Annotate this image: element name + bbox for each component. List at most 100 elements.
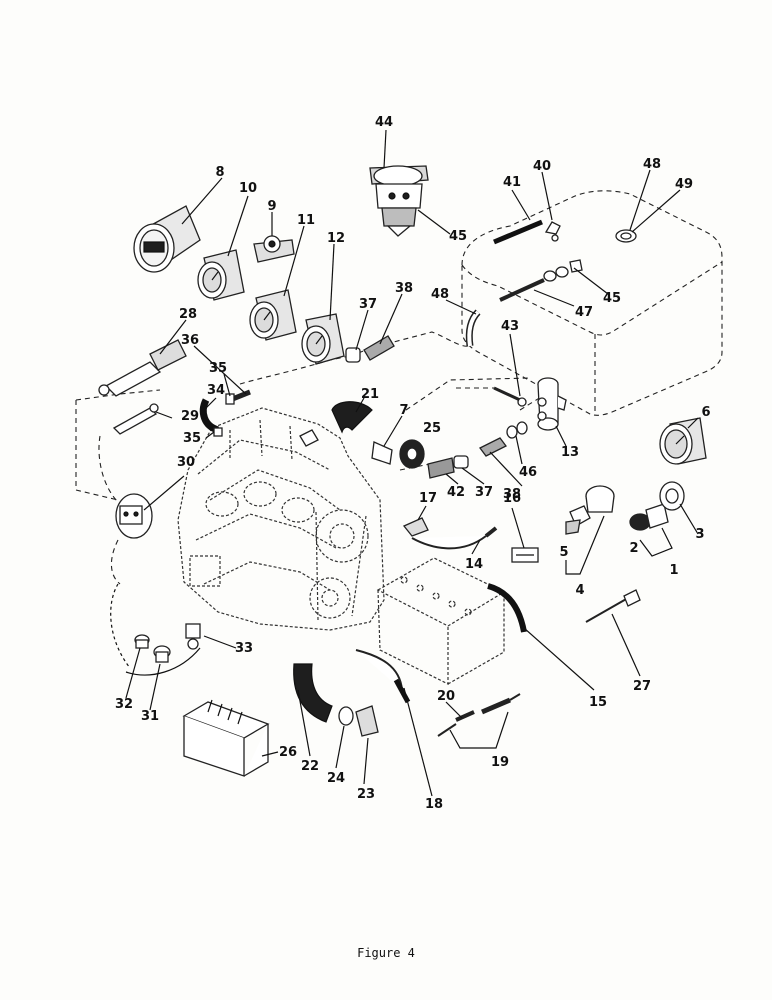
callout-9: 9	[267, 199, 276, 214]
callout-21: 21	[361, 387, 379, 402]
callout-23: 23	[357, 787, 375, 802]
part-27	[585, 597, 629, 623]
callout-41: 42	[447, 485, 465, 500]
part-17	[402, 517, 429, 537]
callout-2: 2	[629, 541, 638, 556]
callout-39: 40	[533, 159, 551, 174]
fuel-filter	[369, 165, 429, 237]
callout-12: 12	[327, 231, 345, 246]
battery	[376, 557, 506, 685]
callout-35-top: 35	[209, 361, 227, 376]
callout-35-bottom: 35	[183, 431, 201, 446]
relay-26	[182, 699, 270, 777]
callout-6: 6	[701, 405, 710, 420]
callout-49: 49	[675, 177, 693, 192]
callout-1: 1	[669, 563, 678, 578]
nut-3	[659, 481, 685, 511]
callout-3: 3	[695, 527, 704, 542]
callout-45-lower: 46	[519, 465, 537, 480]
callout-48: 48	[643, 157, 661, 172]
clamp-24	[338, 706, 354, 726]
part-23	[355, 705, 379, 737]
callout-24: 24	[327, 771, 345, 786]
callout-43: 44	[375, 115, 393, 130]
sender-unit	[253, 235, 295, 263]
callout-7: 7	[399, 403, 408, 418]
fuel-line-tube	[499, 278, 545, 302]
cable-14	[411, 535, 487, 550]
callout-labels: 8 10 9 11 12 28 36 35 34 29 35 30 21 7 2…	[115, 115, 711, 812]
cable-15	[487, 583, 527, 633]
callout-38-upper: 38	[395, 281, 413, 296]
callout-42: 43	[501, 319, 519, 334]
part-20	[455, 710, 475, 722]
callout-37-lower: 37	[475, 485, 493, 500]
callout-5: 5	[559, 545, 568, 560]
fitting-38-lower	[479, 437, 507, 457]
water-temp-gauge	[249, 289, 297, 341]
callout-30: 30	[177, 455, 195, 470]
callout-38-lower: 38	[503, 487, 521, 502]
ignition-switch	[565, 485, 615, 535]
hose-21	[331, 401, 373, 434]
figure-caption: Figure 4	[357, 946, 415, 960]
fuel-tank	[461, 190, 723, 416]
callout-40: 41	[503, 175, 521, 190]
fuel-pickup-tube	[493, 219, 543, 245]
part-19	[437, 723, 457, 737]
part-29	[112, 407, 158, 435]
hose-34	[199, 398, 220, 434]
callout-46: 47	[575, 305, 593, 320]
callout-20: 20	[437, 689, 455, 704]
callout-4: 4	[575, 583, 584, 598]
part-7	[371, 441, 393, 465]
leader-lines	[125, 129, 699, 797]
callout-47: 48	[431, 287, 449, 302]
sensor-33	[185, 623, 201, 650]
callout-18: 18	[425, 797, 443, 812]
callout-8: 8	[215, 165, 224, 180]
callout-26: 26	[279, 745, 297, 760]
callout-17: 17	[419, 491, 437, 506]
fuel-pump-13	[537, 377, 567, 431]
callout-19: 19	[491, 755, 509, 770]
callout-14: 14	[465, 557, 483, 572]
switch-2	[629, 503, 669, 531]
fitting-38	[363, 335, 395, 361]
callout-31: 31	[141, 709, 159, 724]
ammeter-gauge	[301, 313, 345, 365]
callout-28: 28	[179, 307, 197, 322]
fitting-41	[427, 457, 455, 479]
callout-22: 22	[301, 759, 319, 774]
fitting-37	[345, 347, 361, 363]
cable-18	[355, 649, 403, 691]
clamp-35-bottom	[213, 427, 223, 437]
callout-13: 13	[561, 445, 579, 460]
thermostat-housing	[299, 429, 319, 447]
fitting-45	[506, 425, 518, 439]
callout-29: 29	[181, 409, 199, 424]
callout-27: 27	[633, 679, 651, 694]
part-42	[493, 386, 521, 402]
callout-16: 16	[503, 491, 521, 506]
fuel-gauge	[659, 417, 707, 465]
callout-34: 34	[207, 383, 225, 398]
callout-33: 33	[235, 641, 253, 656]
callout-36: 36	[181, 333, 199, 348]
callout-32: 32	[115, 697, 133, 712]
sensor-31	[153, 645, 171, 663]
sensor-32	[134, 634, 150, 649]
detail-30	[115, 493, 153, 539]
callout-15: 15	[589, 695, 607, 710]
callout-44: 45	[449, 229, 467, 244]
callout-45-upper: 45	[603, 291, 621, 306]
hose-22	[293, 663, 333, 723]
hour-meter	[133, 205, 201, 273]
callout-10: 10	[239, 181, 257, 196]
fitting-37-lower	[453, 455, 469, 469]
tank-fittings	[465, 219, 637, 347]
nut-fitting	[543, 270, 557, 282]
part-28	[104, 361, 162, 397]
